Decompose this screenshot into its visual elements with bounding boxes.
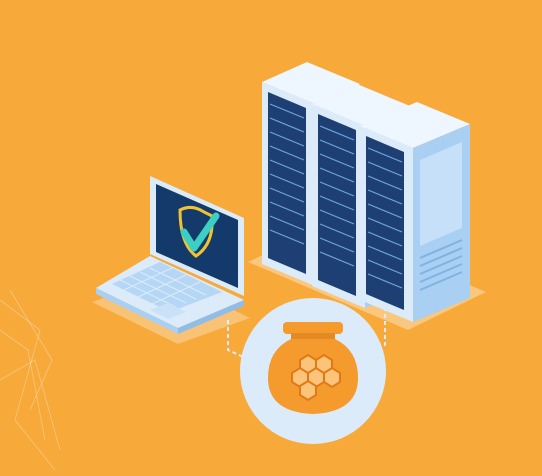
- server-rack-icon: [262, 62, 470, 322]
- decorative-network-lines: [0, 289, 61, 471]
- server-unit-3: [360, 102, 470, 322]
- shield-check-icon: [178, 205, 220, 258]
- laptop-icon: [92, 176, 250, 344]
- honey-pot-icon: [240, 298, 386, 444]
- jar-lid: [283, 322, 343, 334]
- honeycomb-icon: [291, 353, 341, 402]
- laptop-touchpad: [150, 303, 186, 319]
- laptop-keyboard: [112, 262, 222, 312]
- laptop-screen: [156, 184, 238, 288]
